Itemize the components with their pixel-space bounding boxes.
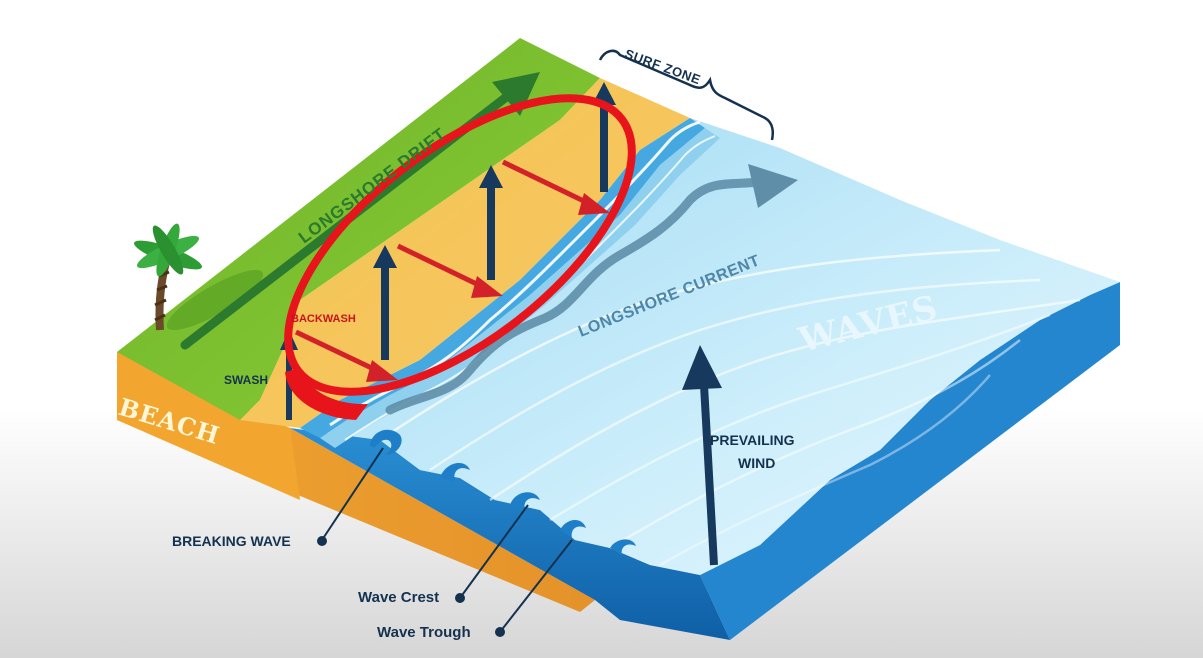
sand-area [240, 78, 690, 428]
surf-zone-bracket [598, 49, 774, 141]
leader-lines [317, 447, 573, 637]
prevailing-wind-label-line1: PREVAILING [710, 432, 795, 448]
breaking-wave-label: BREAKING WAVE [172, 533, 291, 549]
wave-trough-label: Wave Trough [377, 624, 471, 641]
grass-area [117, 38, 600, 420]
palm-tree-icon [134, 223, 202, 331]
backwash-label: BACKWASH [291, 313, 356, 325]
highlight-ellipse [284, 94, 636, 420]
ocean-surface [300, 118, 1120, 575]
prevailing-wind-arrow [682, 345, 722, 566]
prevailing-wind-label-line2: WIND [738, 455, 776, 471]
longshore-current-arrow [385, 164, 798, 415]
breaking-wave-curls [370, 429, 636, 555]
ocean-side-face-right [700, 282, 1120, 640]
backwash-arrows [294, 159, 610, 382]
wave-crest-label: Wave Crest [358, 589, 440, 606]
swash-label: SWASH [224, 373, 269, 387]
ocean-side-face-front [290, 428, 730, 640]
